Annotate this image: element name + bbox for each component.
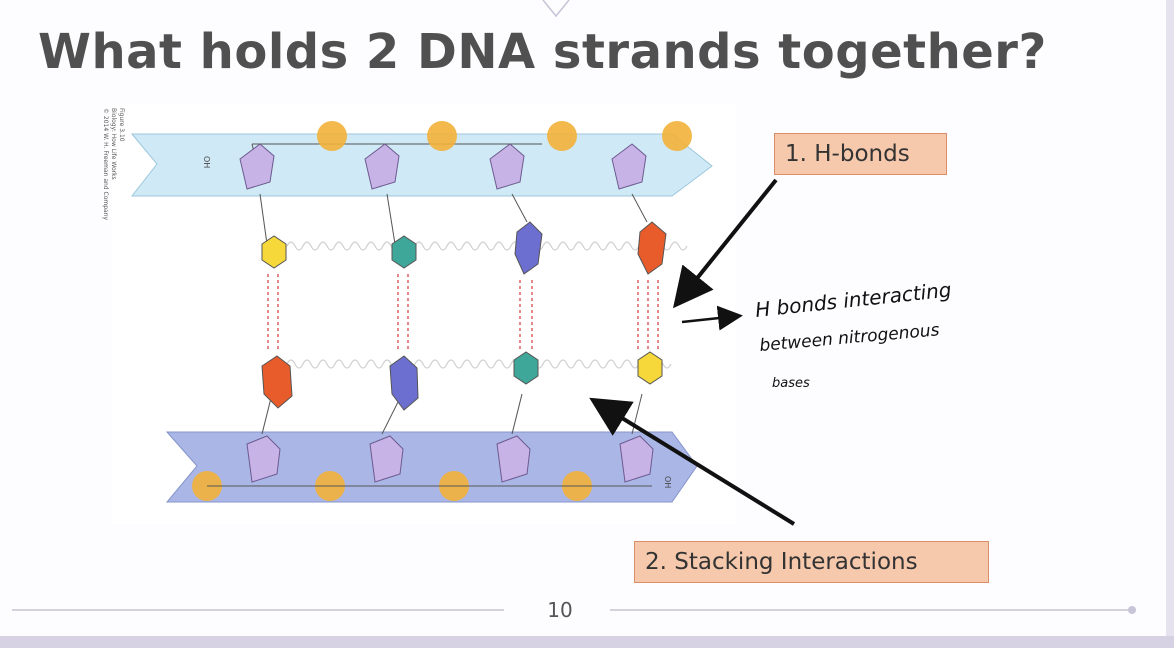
base-bottom-purple (389, 355, 419, 411)
top-strand: OH (202, 121, 692, 190)
sugar-bottom-3 (496, 435, 531, 483)
handwritten-note: H bonds interacting between nitrogenous … (754, 283, 953, 391)
sugar-top-1 (239, 143, 275, 190)
page-number: 10 (547, 598, 573, 622)
phosphate-top-3 (547, 121, 577, 151)
base-bottom-orange (261, 355, 293, 409)
base-top-orange (637, 221, 667, 275)
dna-figure: OH (112, 104, 736, 524)
slide-title: What holds 2 DNA strands together? (38, 24, 1047, 80)
caption-line-3: © 2014 W. H. Freeman and Company (102, 108, 109, 221)
base-bottom-teal (513, 351, 539, 385)
footer-line-left (12, 609, 504, 611)
note-line-2: between nitrogenous (759, 320, 941, 356)
base-top-yellow (261, 235, 287, 269)
figure-caption-text: Figure 3.10 Biology: How Life Works © 20… (101, 108, 125, 220)
slide-right-edge (1166, 0, 1174, 640)
base-bottom-yellow (637, 351, 663, 385)
figure-caption: Figure 3.10 Biology: How Life Works © 20… (102, 108, 127, 278)
sugar-bottom-2 (369, 435, 404, 483)
footer-dot (1128, 606, 1136, 614)
footer-line-right (610, 609, 1132, 611)
caption-line-2: Biology: How Life Works (110, 108, 117, 180)
caption-line-1: Figure 3.10 (118, 108, 125, 142)
note-line-1: H bonds interacting (754, 283, 953, 322)
base-top-teal (391, 235, 417, 269)
note-line-3: bases (772, 376, 810, 391)
sugar-bottom-1 (246, 435, 281, 483)
phosphate-top-2 (427, 121, 457, 151)
sugar-top-3 (489, 143, 525, 190)
sugar-top-2 (364, 143, 400, 190)
bottom-bar (0, 636, 1174, 648)
phosphate-top-4 (662, 121, 692, 151)
bottom-strand-oh: OH (663, 476, 672, 488)
h-bonds-callout: 1. H-bonds (774, 133, 947, 175)
hydrogen-bonds (267, 274, 659, 352)
stacking-bands (286, 241, 688, 369)
sugar-top-4 (611, 143, 647, 190)
phosphate-top-1 (317, 121, 347, 151)
bottom-backbone-ribbon (165, 431, 698, 503)
base-top-purple (514, 221, 543, 275)
stacking-callout: 2. Stacking Interactions (634, 541, 989, 583)
top-strand-oh: OH (202, 156, 211, 168)
dna-diagram: OH (130, 121, 713, 503)
slide-top-marker (542, 0, 570, 18)
